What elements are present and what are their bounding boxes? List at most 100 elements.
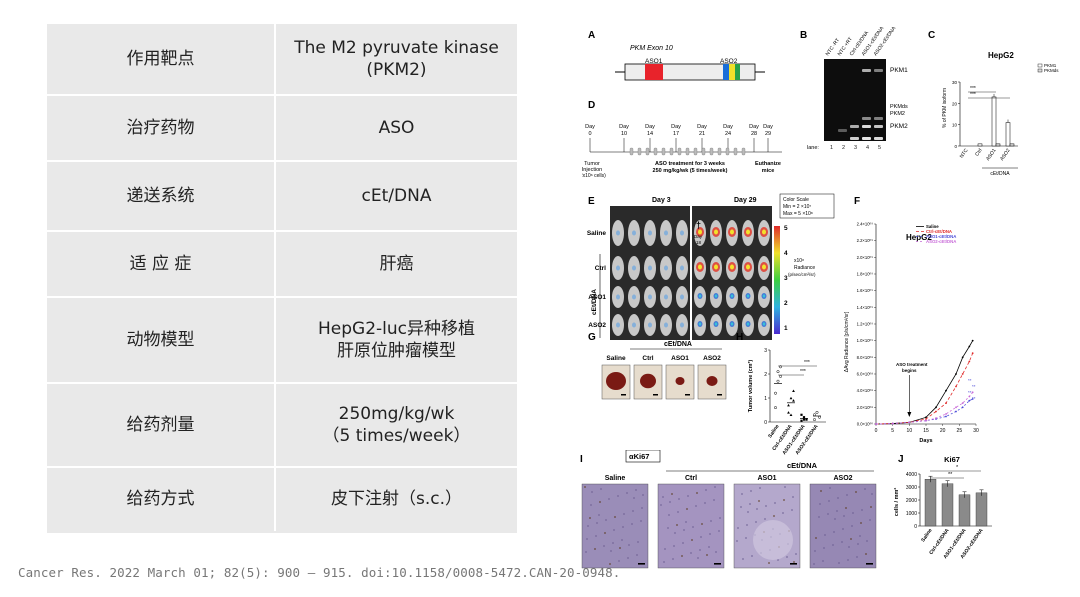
y-tick-label: 1.8×10⁰⁹ <box>857 272 874 277</box>
ihc-cell <box>609 563 611 565</box>
ihc-cell <box>838 562 840 564</box>
column-label: Saline <box>605 475 626 482</box>
ihc-cell <box>819 503 821 505</box>
ihc-cell <box>718 530 720 532</box>
ihc-cell <box>686 508 688 510</box>
significance-marker: ** <box>968 378 972 383</box>
data-point <box>971 339 974 342</box>
x-tick-label: 30 <box>973 428 979 434</box>
scale-bar <box>653 394 658 396</box>
x-tick-label: 25 <box>957 428 963 434</box>
ihc-cell <box>626 492 628 494</box>
day-label: 17 <box>673 131 679 137</box>
ihc-cell <box>815 537 817 539</box>
row-value: cEt/DNA <box>361 185 432 206</box>
gel-band <box>862 117 871 120</box>
ihc-cell <box>683 529 685 531</box>
gel-band <box>874 69 883 72</box>
band-label-pkm2-a: PKM2 <box>890 111 905 117</box>
panel-label-d: D <box>588 100 596 111</box>
bli-signal <box>632 322 636 328</box>
significance-marker: *** <box>800 369 806 375</box>
tumor <box>706 376 718 386</box>
day-label: 0 <box>588 131 591 137</box>
injection-marker <box>741 147 746 156</box>
scale-bar <box>866 563 873 565</box>
ihc-cell <box>596 522 598 524</box>
data-point <box>955 410 957 413</box>
data-point <box>818 415 821 419</box>
deceased-marker: † <box>696 220 701 230</box>
ihc-cell <box>850 538 852 540</box>
legend-swatch-pkm1 <box>1037 63 1043 68</box>
group-label: cEt/DNA <box>787 461 818 470</box>
bli-signal-core <box>714 229 718 235</box>
day-label: Day <box>619 124 629 130</box>
ihc-cell <box>695 505 697 507</box>
group-label: cEt/DNA <box>990 171 1010 177</box>
x-tick-label: 5 <box>891 428 894 434</box>
injection-label: Tumor <box>584 161 600 167</box>
ihc-cell <box>618 560 620 562</box>
ihc-cell <box>836 510 838 512</box>
bli-signal-core <box>698 229 702 235</box>
data-point <box>779 374 782 378</box>
ihc-cell <box>585 551 587 553</box>
day3-label: Day 3 <box>652 197 671 204</box>
ihc-cell <box>834 518 836 520</box>
day-label: Day <box>585 124 595 130</box>
row-label: 适 应 症 <box>47 232 276 296</box>
x-tick-label: 15 <box>923 428 929 434</box>
ihc-cell <box>687 495 689 497</box>
ihc-image <box>581 483 649 569</box>
aso2-site-blue <box>723 64 729 80</box>
panel-label-h: H <box>736 332 744 343</box>
ihc-cell <box>833 531 835 533</box>
ihc-cell <box>604 532 606 534</box>
group-label: cEt/DNA <box>664 341 692 348</box>
ihc-cell <box>677 511 679 513</box>
day-label: Day <box>749 124 759 130</box>
panel-label-a: A <box>588 30 596 41</box>
ihc-cell <box>758 500 760 502</box>
ihc-cell <box>865 553 867 555</box>
data-point <box>935 406 937 409</box>
bli-signal <box>632 265 636 271</box>
bli-signal <box>664 230 668 236</box>
lane-label: lane: <box>807 145 819 151</box>
ihc-cell <box>642 494 644 496</box>
x-tick-label: ASO1 <box>985 148 998 163</box>
injection-marker <box>709 147 714 156</box>
column-label: Ctrl <box>685 475 697 482</box>
significance-marker: * <box>956 465 959 471</box>
ihc-cell <box>837 497 839 499</box>
legend-label: Saline <box>926 224 939 229</box>
stain-label-box <box>625 450 661 463</box>
ihc-cell <box>848 546 850 548</box>
y-axis-label: ΔAvg Radiance [p/s/cm²/sr] <box>844 311 850 372</box>
bli-signal-core <box>698 264 702 270</box>
ihc-cell <box>846 494 848 496</box>
color-scale-tick: 1 <box>784 325 788 332</box>
ihc-cell <box>696 492 698 494</box>
panel-label-e: E <box>588 196 595 207</box>
bli-signal-core <box>730 322 734 326</box>
ihc-cell <box>691 539 693 541</box>
ihc-cell <box>612 542 614 544</box>
day-label: 14 <box>647 131 653 137</box>
ihc-cell <box>610 550 612 552</box>
day-label: 21 <box>699 131 705 137</box>
y-tick-label: 20 <box>952 101 958 106</box>
tumor <box>675 376 685 386</box>
ihc-cell <box>632 510 634 512</box>
data-point <box>961 406 964 409</box>
data-point <box>968 360 971 363</box>
ihc-cell <box>777 559 779 561</box>
panel-label-j: J <box>898 454 904 465</box>
ihc-cell <box>584 486 586 488</box>
injection-label: Injection <box>582 167 602 173</box>
y-tick-label: 2.2×10⁰⁹ <box>857 238 874 243</box>
bar-pkm1 <box>1005 122 1011 147</box>
